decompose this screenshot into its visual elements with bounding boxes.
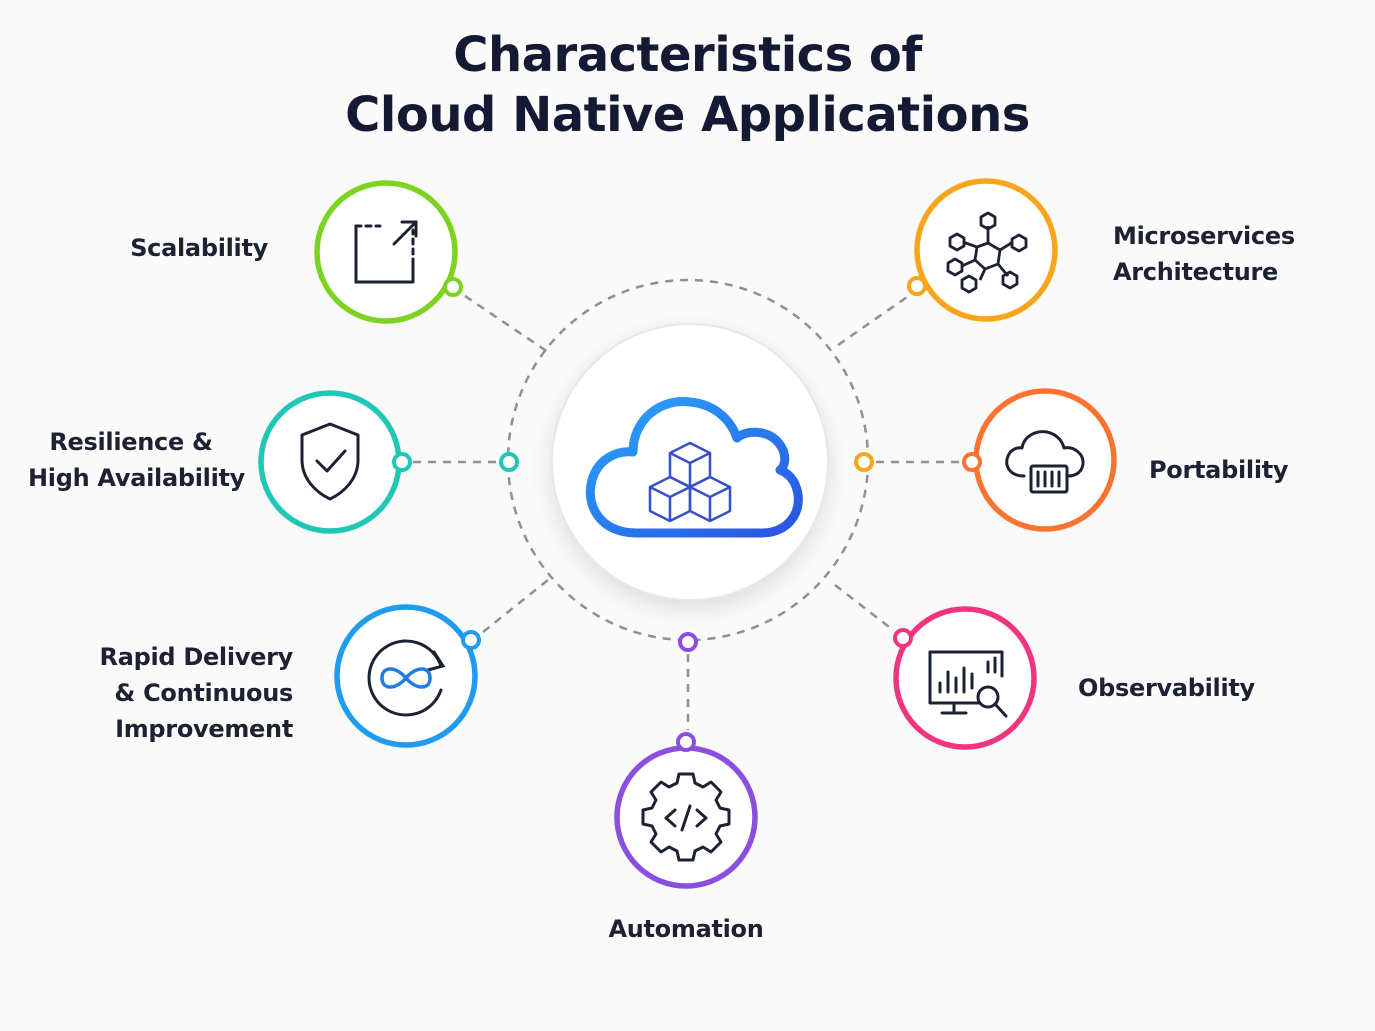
orbit-dots	[499, 452, 874, 652]
microservices-label-line-2: Architecture	[1113, 258, 1278, 286]
shield-check-icon	[300, 422, 360, 501]
resilience-label: Resilience & High Availability	[28, 424, 246, 496]
rapid-delivery-label-line-2: & Continuous	[114, 679, 293, 707]
observability-node[interactable]	[893, 606, 1037, 750]
portability-node[interactable]	[962, 388, 1117, 532]
cloud-containers-icon	[585, 397, 803, 538]
resilience-label-line-1: Resilience &	[49, 428, 213, 456]
automation-label-line-1: Automation	[608, 915, 764, 943]
rapid-delivery-label-line-3: Improvement	[115, 715, 293, 743]
rapid-delivery-label: Rapid Delivery & Continuous Improvement	[99, 639, 294, 747]
connector-lines	[413, 293, 960, 730]
observability-label: Observability	[1078, 670, 1255, 706]
center-hub	[551, 323, 829, 601]
microservices-node[interactable]	[907, 178, 1058, 322]
monitor-chart-search-icon	[928, 650, 1008, 718]
microservices-label-line-1: Microservices	[1113, 222, 1295, 250]
gear-code-icon	[641, 772, 731, 862]
observability-label-line-1: Observability	[1078, 674, 1255, 702]
automation-label: Automation	[586, 911, 786, 947]
title-line-1: Characteristics of	[453, 27, 922, 83]
portability-label: Portability	[1149, 452, 1289, 488]
resize-arrows-icon	[354, 220, 418, 284]
title-line-2: Cloud Native Applications	[345, 87, 1030, 143]
hexagon-network-icon	[946, 211, 1028, 294]
scalability-node[interactable]	[314, 180, 463, 324]
cloud-container-icon	[1005, 430, 1085, 494]
rapid-delivery-node[interactable]	[334, 604, 481, 748]
scalability-label: Scalability	[130, 230, 268, 266]
portability-label-line-1: Portability	[1149, 456, 1289, 484]
automation-node[interactable]	[614, 732, 758, 889]
resilience-node[interactable]	[258, 390, 412, 534]
resilience-label-line-2: High Availability	[28, 464, 246, 492]
rapid-delivery-label-line-1: Rapid Delivery	[99, 643, 294, 671]
infinity-loop-icon	[367, 639, 446, 717]
microservices-label: Microservices Architecture	[1113, 218, 1295, 290]
scalability-label-line-1: Scalability	[130, 234, 268, 262]
